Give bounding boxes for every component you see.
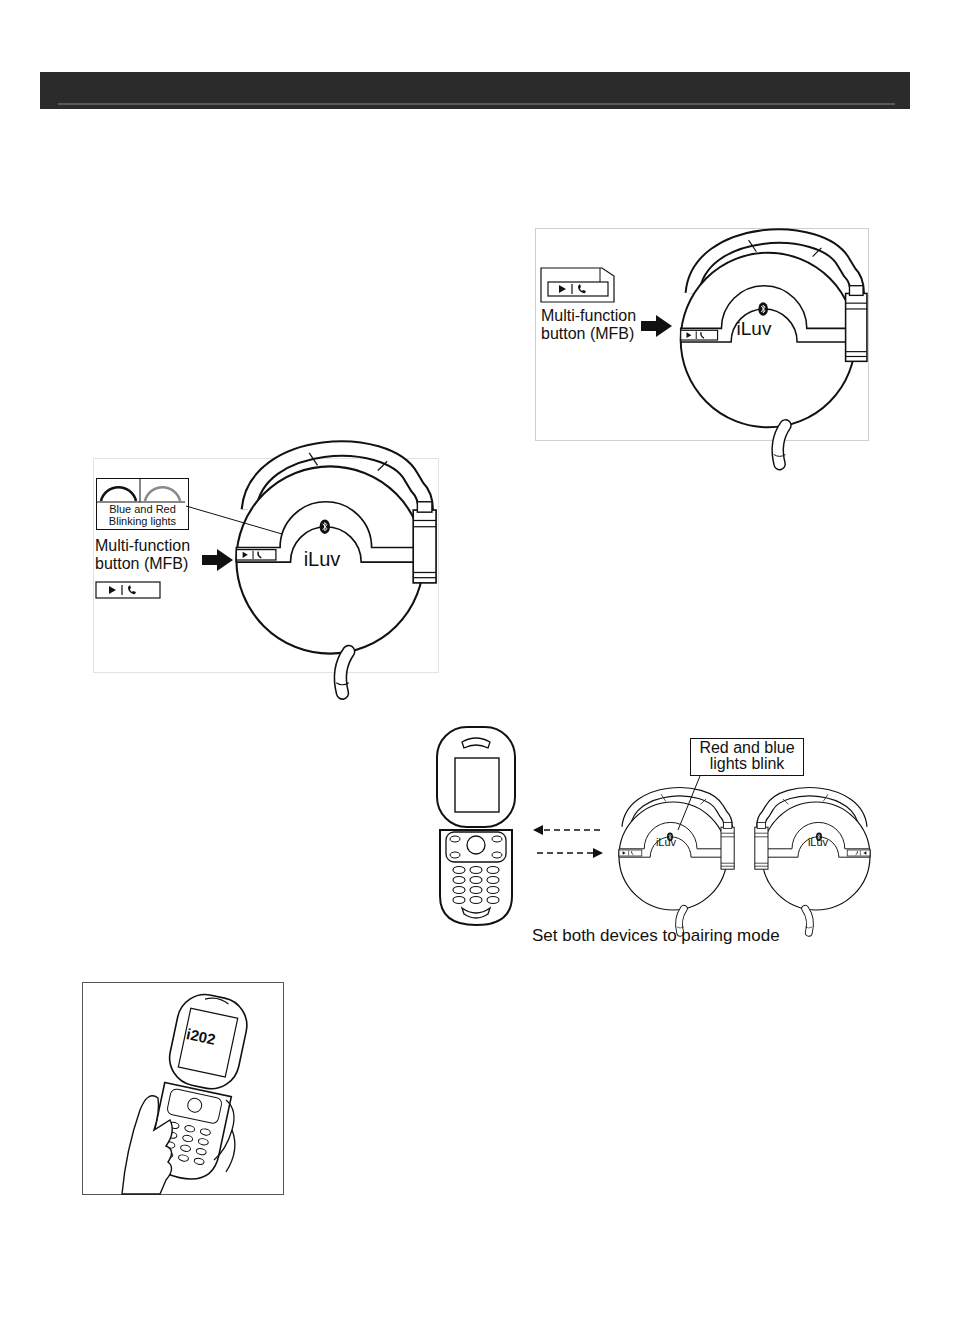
- figure-frame: [83, 983, 284, 1195]
- label-text: i202: [185, 1025, 217, 1048]
- earphone: [755, 792, 870, 933]
- earphone: [619, 792, 734, 933]
- label-text: iLuv: [737, 318, 772, 340]
- pointer-arrow: [641, 315, 672, 337]
- callout-box: Red and blue lights blink: [690, 738, 804, 776]
- leader-line: [186, 506, 282, 534]
- hand-with-phone: [122, 989, 252, 1194]
- label-text: Multi-function button (MFB): [541, 307, 653, 342]
- label-text: iLuv: [656, 836, 676, 849]
- mobile-phone: [437, 727, 515, 925]
- callout-text: Blue and Red Blinking lights: [98, 504, 187, 527]
- label-text: Multi-function button (MFB): [95, 537, 211, 572]
- leader-line: [678, 776, 700, 830]
- pointer-arrow: [202, 549, 233, 571]
- callout-text: Red and blue lights blink: [694, 740, 800, 773]
- earphone: [236, 449, 436, 693]
- label-text: iLuv: [304, 548, 341, 571]
- label-text: iLuv: [808, 836, 828, 849]
- header-bar: [40, 72, 910, 109]
- label-text: Set both devices to pairing mode: [532, 926, 780, 946]
- earphone: [681, 236, 867, 464]
- callout-box: Blue and Red Blinking lights: [96, 478, 189, 530]
